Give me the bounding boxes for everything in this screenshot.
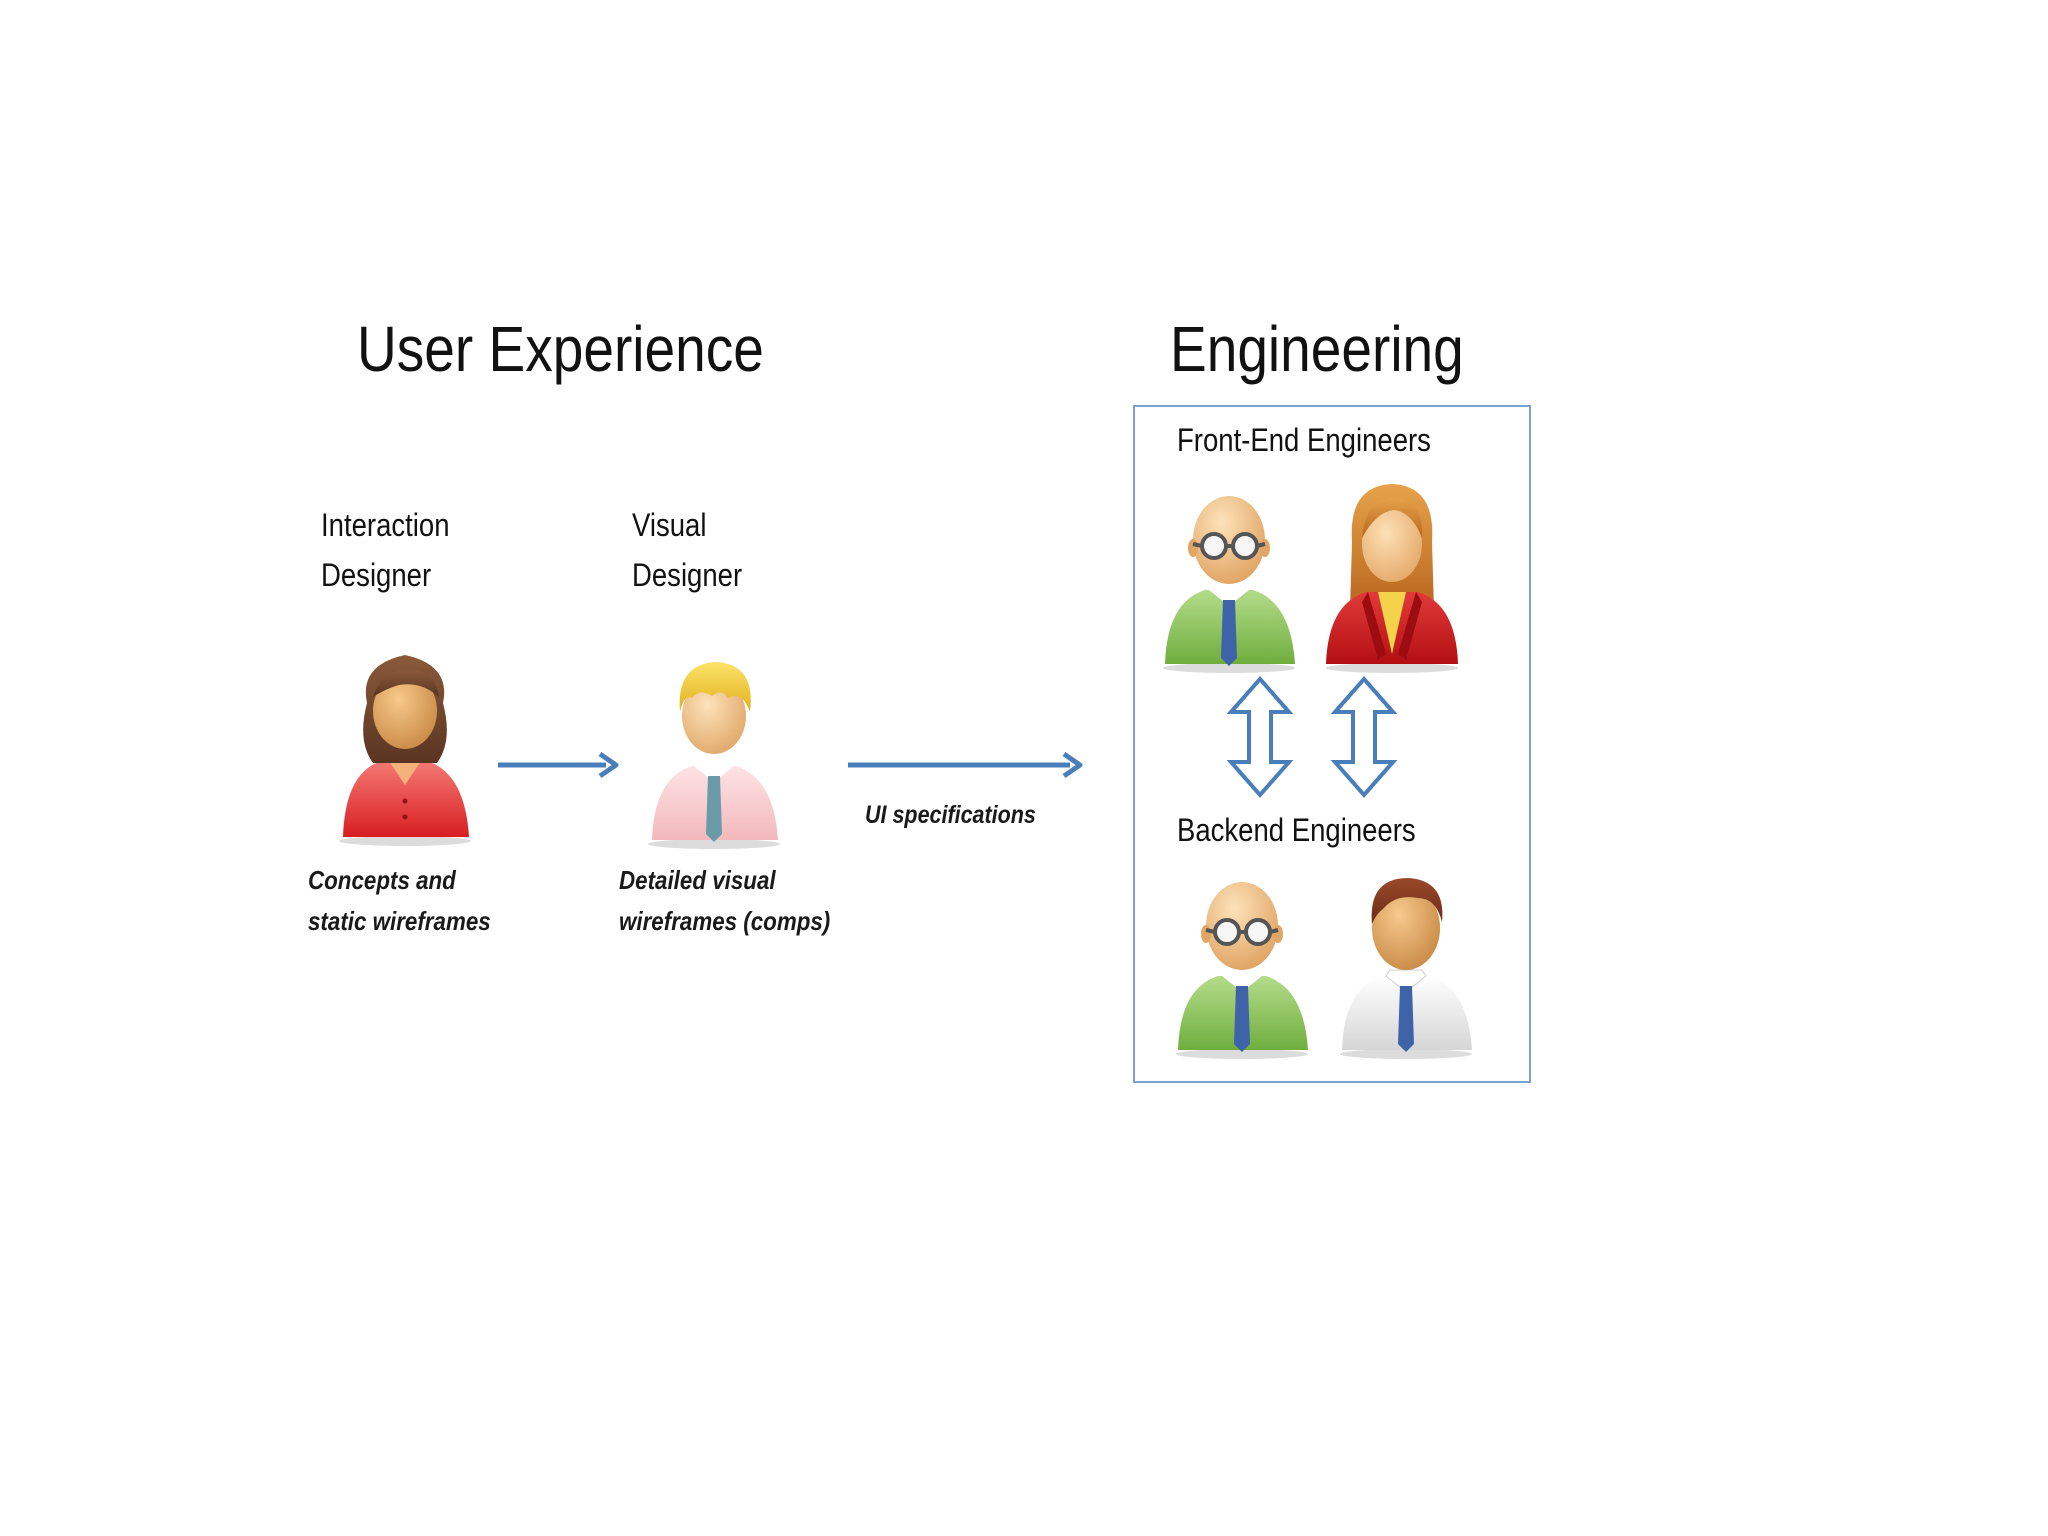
- bald-man-glasses-green-shirt-icon: [1163, 496, 1295, 673]
- bald-man-glasses-green-shirt-icon: [1176, 882, 1308, 1059]
- woman-red-jacket-icon: [1326, 484, 1458, 673]
- interaction-designer-note-line2: static wireframes: [308, 906, 491, 936]
- user-experience-title: User Experience: [357, 313, 764, 385]
- engineering-title: Engineering: [1170, 313, 1464, 385]
- double-headed-vertical-arrow-icon: [1226, 675, 1294, 799]
- backend-engineers-label: Backend Engineers: [1177, 812, 1416, 848]
- front-end-engineers-label: Front-End Engineers: [1177, 422, 1431, 458]
- woman-red-shirt-icon: [339, 655, 471, 846]
- visual-designer-note-line2: wireframes (comps): [619, 906, 831, 936]
- double-headed-vertical-arrow-icon: [1330, 675, 1398, 799]
- ui-specifications-label: UI specifications: [865, 801, 1036, 829]
- interaction-designer-label: Interaction Designer: [321, 500, 450, 600]
- engineering-team-box: [1133, 405, 1531, 1083]
- visual-designer-note-line1: Detailed visual: [619, 865, 776, 895]
- interaction-designer-label-line2: Designer: [321, 557, 432, 593]
- visual-designer-note: Detailed visual wireframes (comps): [619, 860, 830, 942]
- visual-designer-label: Visual Designer: [632, 500, 742, 600]
- man-white-shirt-icon: [1340, 878, 1472, 1059]
- interaction-designer-note-line1: Concepts and: [308, 865, 456, 895]
- man-blond-pink-shirt-icon: [648, 662, 780, 849]
- visual-designer-label-line2: Designer: [632, 557, 743, 593]
- interaction-designer-note: Concepts and static wireframes: [308, 860, 491, 942]
- flow-arrow-right-icon: [498, 751, 619, 779]
- interaction-designer-label-line1: Interaction: [321, 507, 450, 543]
- handoff-arrow-right-icon: [848, 751, 1083, 779]
- visual-designer-label-line1: Visual: [632, 507, 707, 543]
